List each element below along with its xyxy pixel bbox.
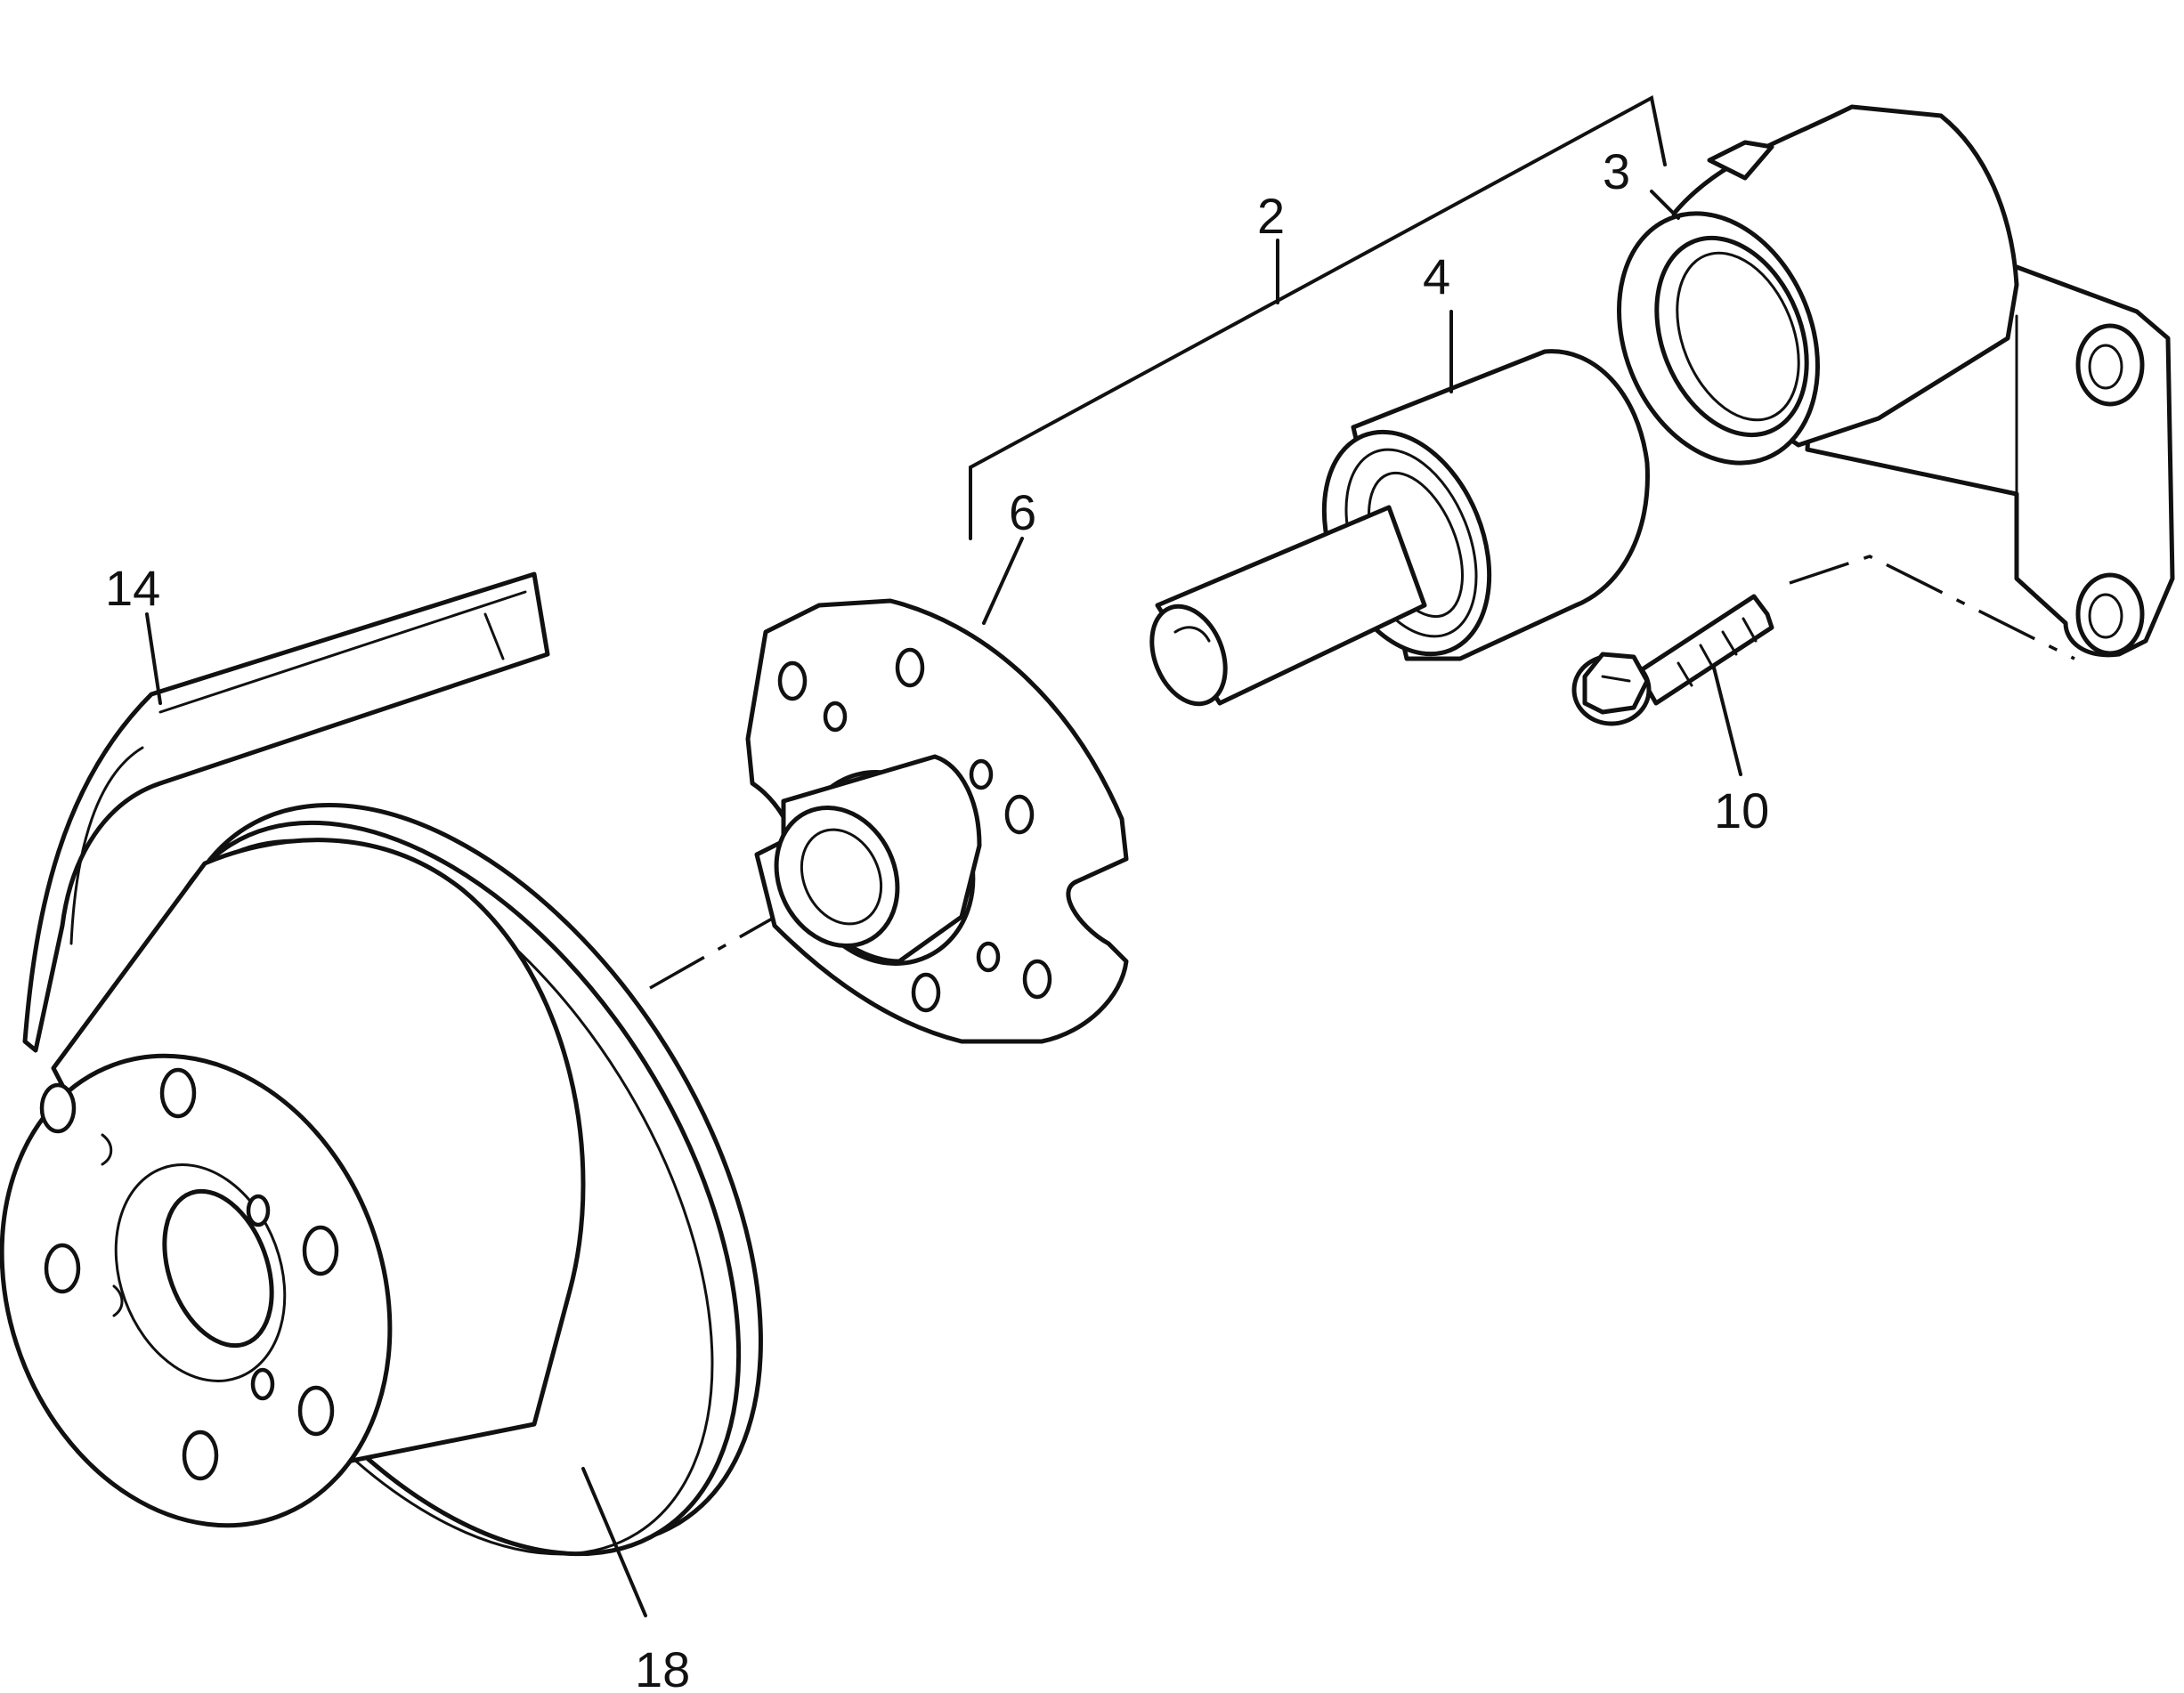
callout-14: 14 [105,560,160,616]
leader-18 [581,1467,647,1617]
callout-10: 10 [1714,782,1769,838]
callout-2: 2 [1257,188,1285,244]
bolt-alignment-line [1789,555,2075,660]
callout-4: 4 [1423,248,1450,304]
leader-14 [145,612,162,705]
callout-3: 3 [1603,143,1630,199]
pump-housing [1617,104,2175,658]
leader-3 [1650,190,1680,220]
flange-hub [745,598,1129,1044]
shaft-bearing [1149,349,1650,707]
bolt [1571,594,1774,726]
leader-6 [982,537,1024,625]
pulley [0,802,763,1557]
callout-18: 18 [635,1641,690,1693]
v-belt [22,571,550,1053]
callout-6: 6 [1009,484,1036,540]
leader-10 [1712,666,1742,776]
assembly-2-bracket [969,94,1667,540]
